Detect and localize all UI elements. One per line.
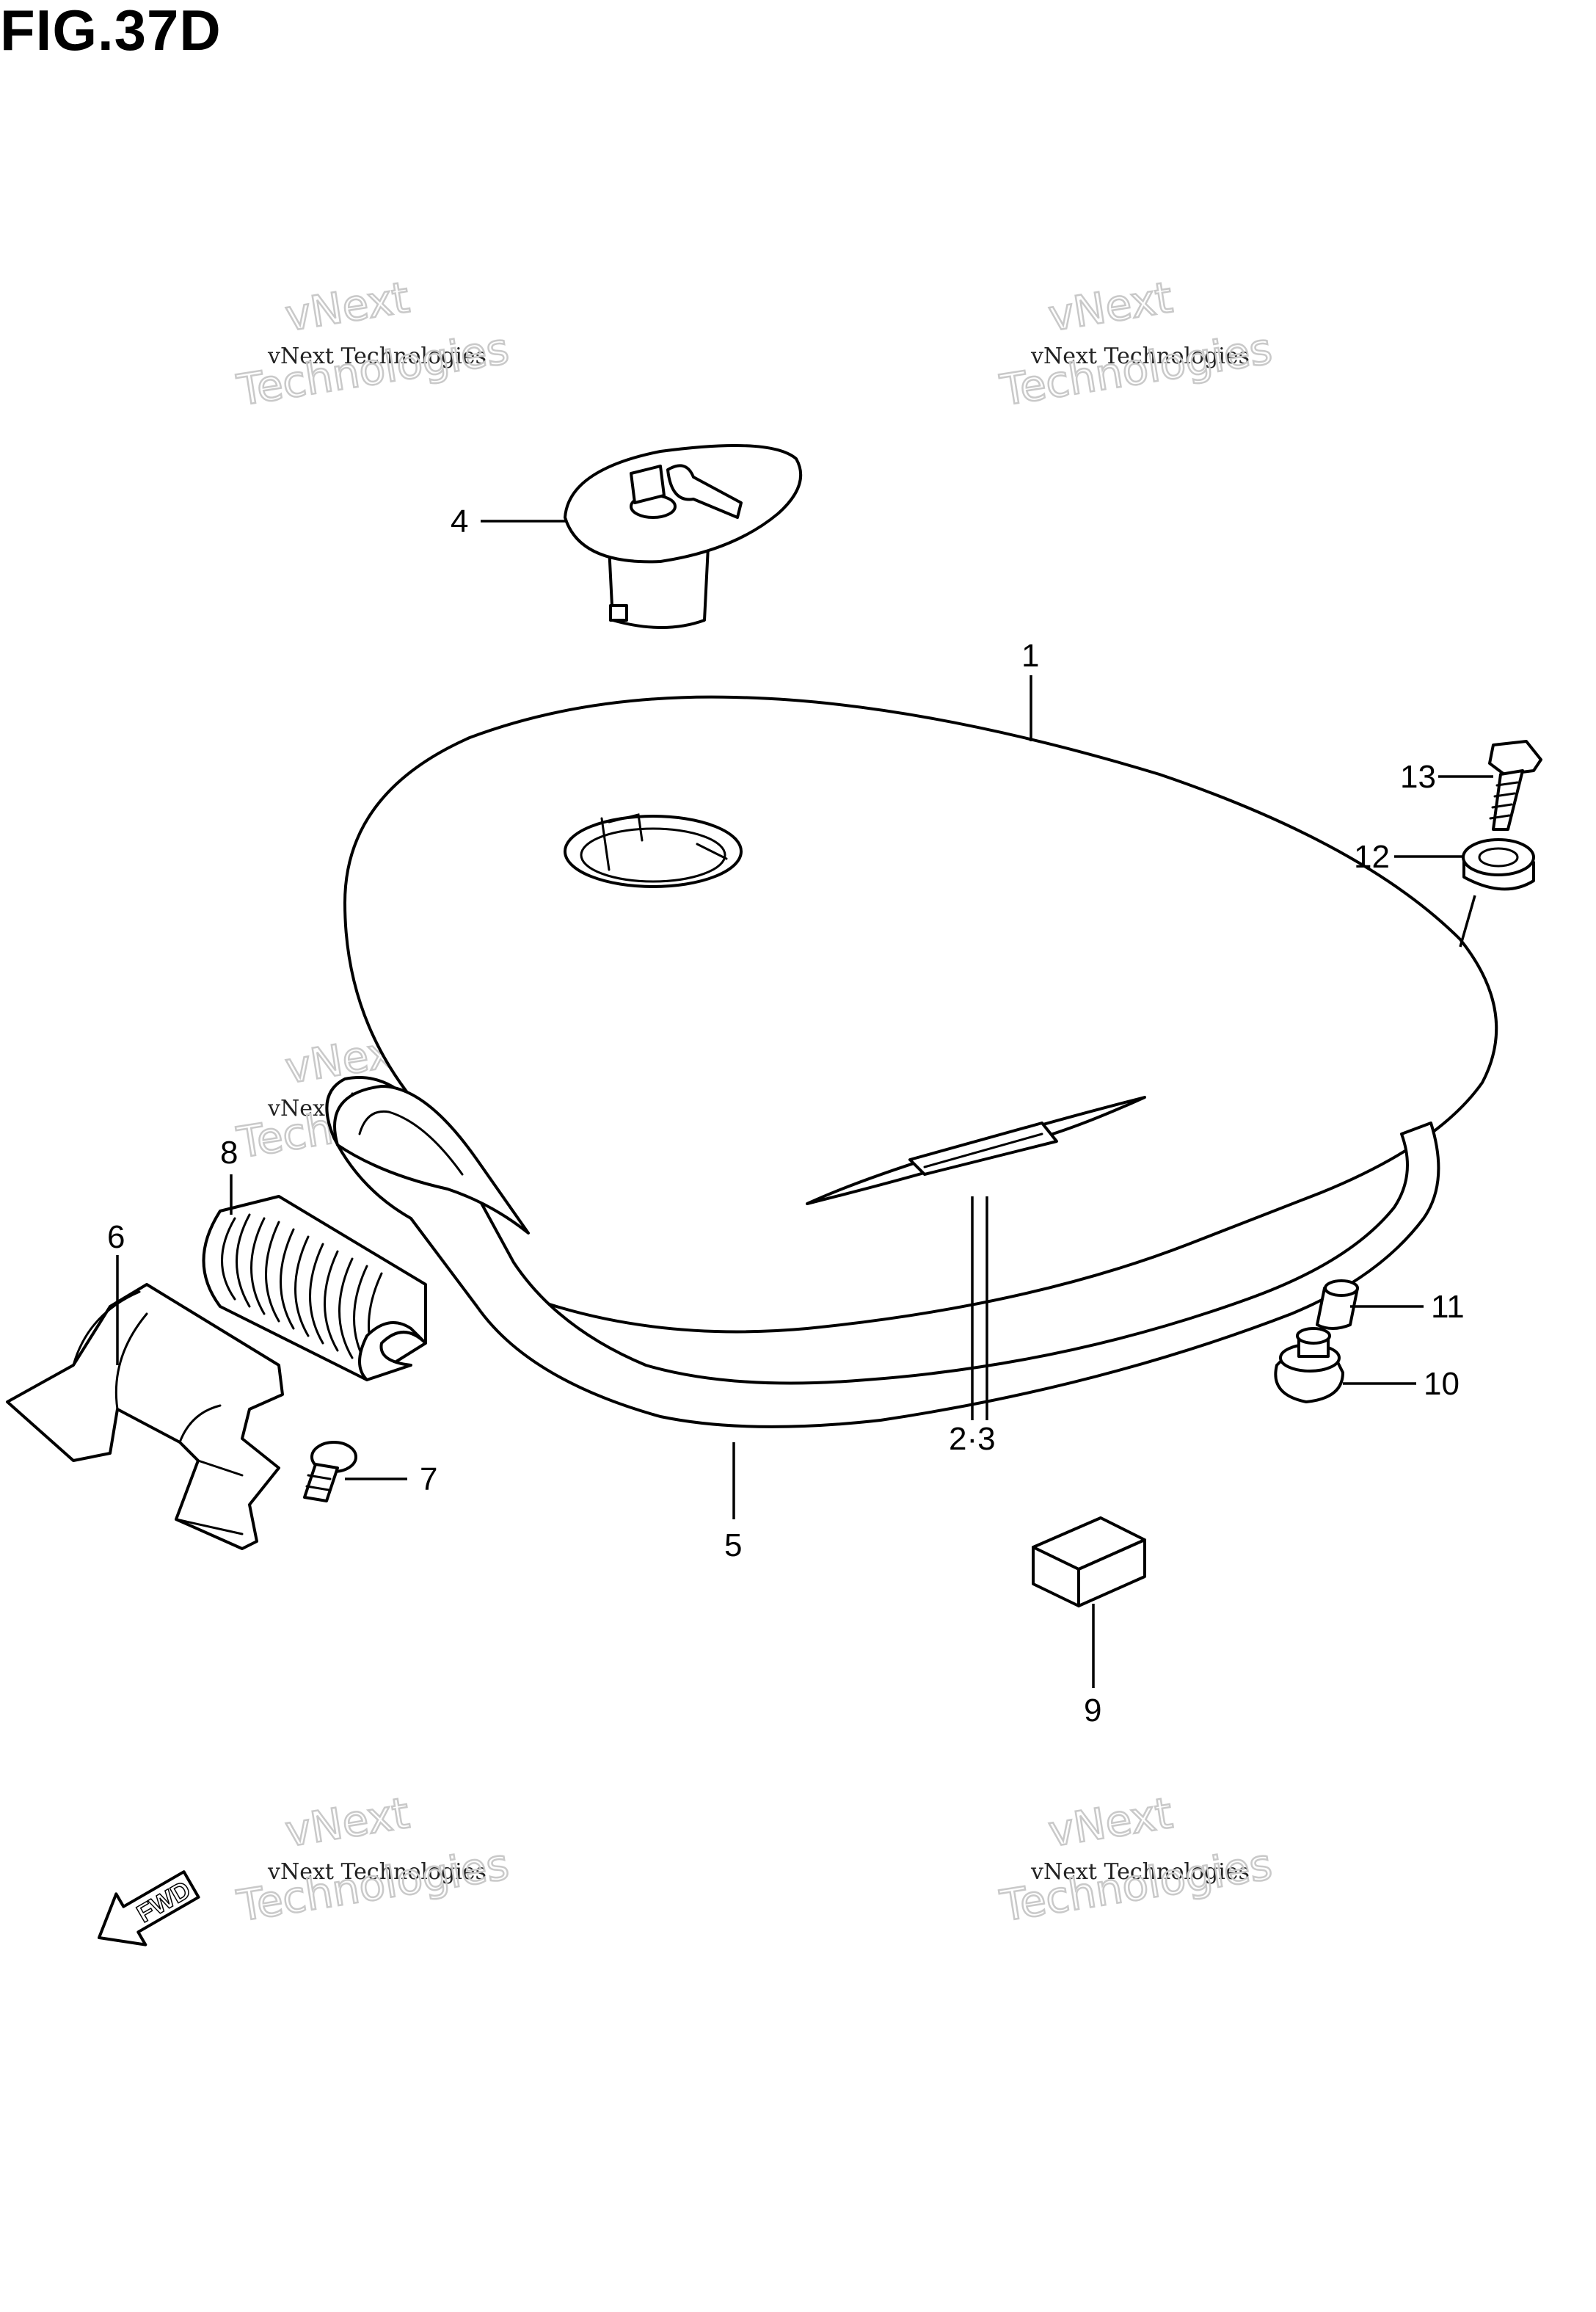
callout-10: 10 [1424,1366,1460,1402]
washer-part [1462,838,1535,891]
svg-text:vNext: vNext [1045,272,1176,341]
svg-text:Technologies: Technologies [233,1839,512,1932]
hose-loop-inner [358,1110,464,1176]
svg-text:vNext Technologies: vNext Technologies [1030,343,1250,369]
callout-4: 4 [451,504,468,539]
callout-8: 8 [220,1135,238,1171]
collar-part [1316,1279,1359,1330]
watermark: vNext vNext Technologies Technologies [233,1787,513,1933]
bolt-part [1488,740,1542,831]
emblem-part [806,1096,1146,1205]
forward-arrow-icon: FWD [98,1870,200,1946]
callout-6: 6 [107,1219,125,1255]
fuel-tank-part [343,695,1498,1334]
watermark: vNext vNext Technologies Technologies [996,1787,1276,1933]
svg-text:vNext Technologies: vNext Technologies [1030,1859,1250,1885]
svg-text:vNext: vNext [282,1788,412,1857]
svg-text:vNext Technologies: vNext Technologies [267,1859,487,1885]
callout-1: 1 [1021,638,1039,674]
callout-12: 12 [1354,839,1390,875]
svg-text:Technologies: Technologies [996,324,1275,416]
leader-lines [116,520,1493,1688]
svg-text:vNext: vNext [1045,1788,1176,1857]
watermark: vNext vNext Technologies Technologies [233,272,513,417]
fuel-cap-part [564,444,803,629]
svg-text:Technologies: Technologies [233,324,512,416]
cushion-block-part [1032,1516,1146,1607]
bracket-part [6,1283,284,1550]
figure-title: FIG.37D [0,0,222,62]
callout-7: 7 [420,1461,437,1497]
watermark: vNext vNext Technologies Technologies [996,272,1276,417]
svg-text:vNext Technologies: vNext Technologies [267,343,487,369]
callout-5: 5 [724,1527,742,1563]
callout-11: 11 [1431,1289,1465,1325]
svg-text:Technologies: Technologies [996,1839,1275,1932]
hose-loop [333,1085,530,1235]
callout-13: 13 [1400,759,1436,795]
callout-numbers: 4 1 13 12 2·3 5 6 8 7 9 10 11 [107,504,1465,1728]
rubber-mount-part [1274,1327,1344,1403]
callout-2-3: 2·3 [949,1421,996,1457]
screw-part [303,1441,357,1502]
hose-protector-part [202,1195,427,1381]
callout-9: 9 [1084,1693,1101,1728]
svg-text:vNext: vNext [282,272,412,341]
